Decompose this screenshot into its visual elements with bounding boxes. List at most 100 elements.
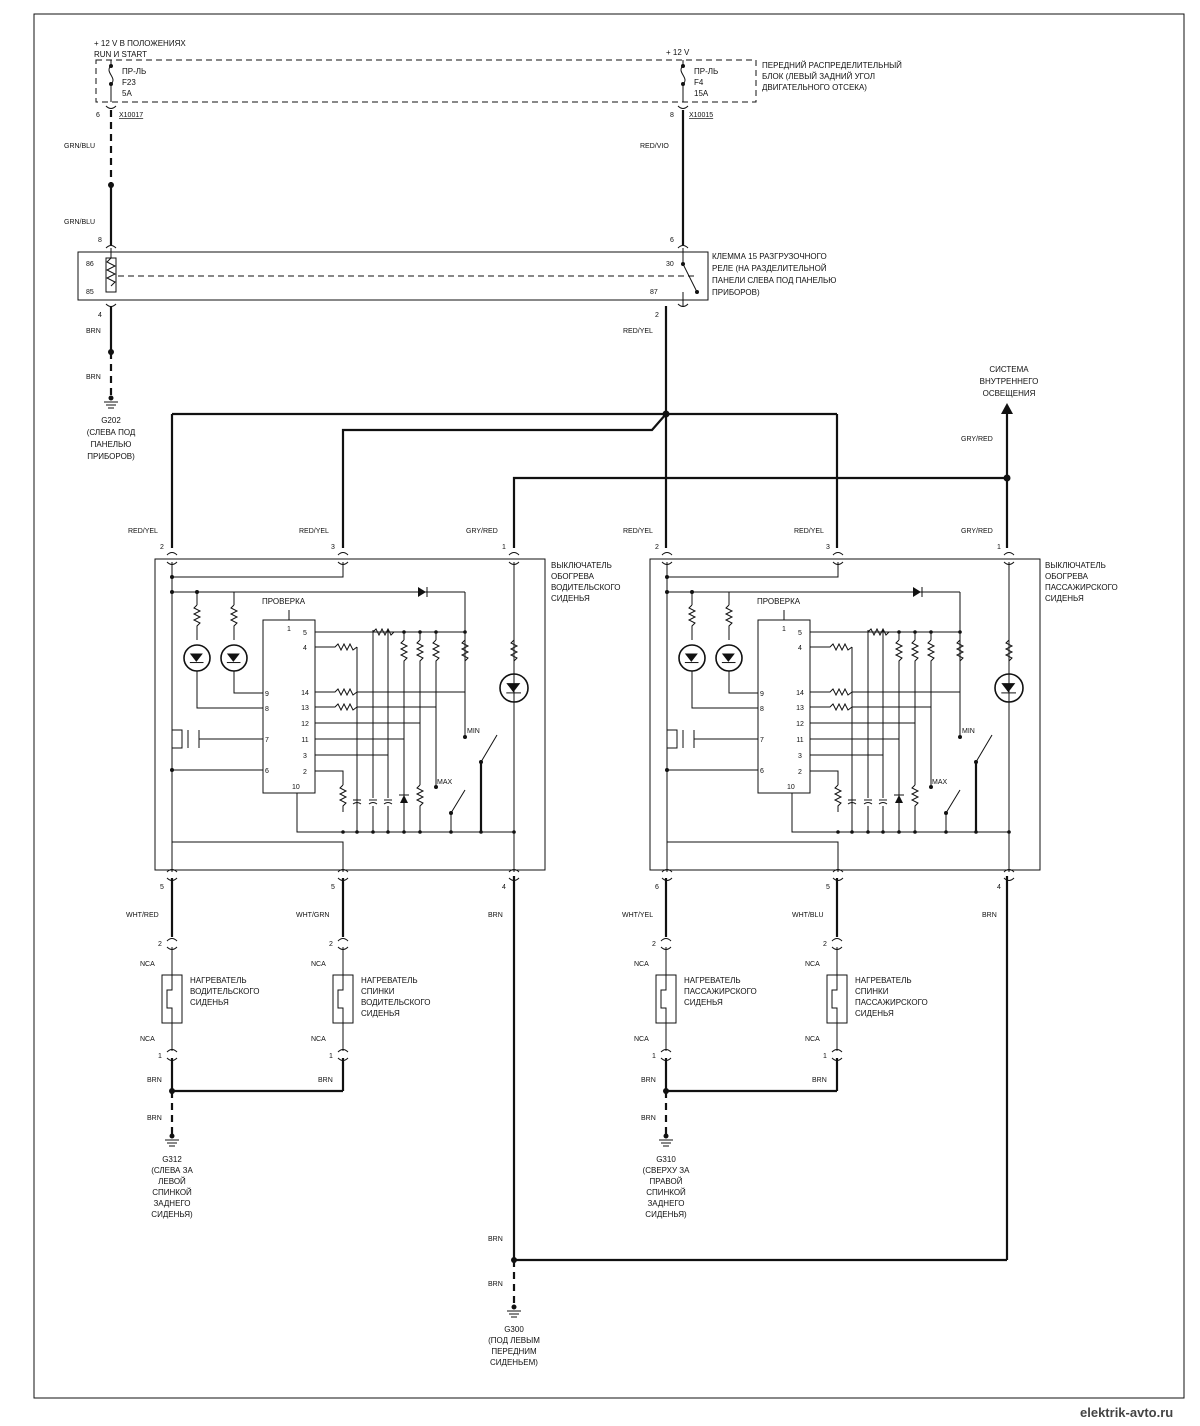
heater-driver-back-pin-2: 2 xyxy=(329,941,333,948)
driver-ic-pin-1: 1 xyxy=(287,626,291,633)
driver-check-label: ПРОВЕРКА xyxy=(262,597,306,606)
pass-capacitor-0-arc xyxy=(863,802,873,805)
heater-driver-back-label-2: ВОДИТЕЛЬСКОГО xyxy=(361,998,431,1007)
ground-g312-icon xyxy=(165,1133,179,1147)
pass-resistor-led1 xyxy=(687,604,697,640)
heater-driver-back-label-1: СПИНКИ xyxy=(361,987,395,996)
pass-outline xyxy=(649,558,1041,871)
driver-ic-pin-right-6: 3 xyxy=(303,753,307,760)
heater-pass-seat-pin-1: 1 xyxy=(652,1053,656,1060)
connector-mark xyxy=(1003,877,1015,881)
ground-bus-passenger: BRN G310 (СВЕРХУ ЗА ПРАВОЙ СПИНКОЙ ЗАДНЕ… xyxy=(641,1088,837,1219)
heater-pass-back-label-2: ПАССАЖИРСКОГО xyxy=(855,998,928,1007)
pass-pin-bot-b: 5 xyxy=(826,884,830,891)
pass-lamp-icon xyxy=(994,673,1024,703)
pass-node xyxy=(665,575,669,579)
heater-pass-back-nca-bot: NCA xyxy=(805,1036,820,1043)
pass-capacitor-2-arc xyxy=(847,802,857,805)
heater-pass-back-label-0: НАГРЕВАТЕЛЬ xyxy=(855,976,912,985)
driver-resistor-13 xyxy=(315,702,358,712)
conn-right-id: X10015 xyxy=(689,112,713,119)
relay-pin-4: 4 xyxy=(98,312,102,319)
driver-diode-icon xyxy=(418,587,426,597)
fuse-f4-label-3: 15A xyxy=(694,89,709,98)
heater-pass-seat-heater-icon xyxy=(660,975,667,1023)
heater-driver-seat: 2NCANCA1BRNНАГРЕВАТЕЛЬВОДИТЕЛЬСКОГОСИДЕН… xyxy=(140,878,260,1091)
connector-mark xyxy=(660,938,672,942)
pass-ic-pin-right-5: 11 xyxy=(796,737,803,744)
pass-ic-pin-right-1: 4 xyxy=(798,645,802,652)
heater-pass-seat-nca-top: NCA xyxy=(634,961,649,968)
wire-label-grn-blu-2: GRN/BLU xyxy=(64,219,95,226)
wire-label-d-gry-red: GRY/RED xyxy=(466,528,498,535)
pass-ic-pin-right-3: 13 xyxy=(796,705,804,712)
ground-g300-icon xyxy=(507,1304,521,1318)
fuse-block-label-1: ПЕРЕДНИЙ РАСПРЕДЕЛИТЕЛЬНЫЙ xyxy=(762,61,902,70)
heater-pass-back-pin-1: 1 xyxy=(823,1053,827,1060)
heater-pass-back-heater-icon xyxy=(831,975,838,1023)
switch-pass-label-2: ОБОГРЕВА xyxy=(1045,572,1089,581)
heater-pass-back-nca-top: NCA xyxy=(805,961,820,968)
pass-resistor-a xyxy=(894,639,904,665)
driver-ic-pin-10: 10 xyxy=(292,784,300,791)
driver-ic-pin-right-3: 13 xyxy=(301,705,309,712)
wire-label-brn-p: BRN xyxy=(982,912,997,919)
heater-pass-back-pin-2: 2 xyxy=(823,941,827,948)
pass-led-2-icon-mark xyxy=(721,653,735,662)
interior-light-label-1: СИСТЕМА xyxy=(989,365,1029,374)
relay-label-3: ПАНЕЛИ СЛЕВА ПОД ПАНЕЛЬЮ xyxy=(712,276,836,285)
driver-resistor-2 xyxy=(338,784,348,812)
heater-pass-seat-wire-brn: BRN xyxy=(641,1077,656,1084)
fuse-block: + 12 V В ПОЛОЖЕНИЯХ RUN И START + 12 V П… xyxy=(94,39,902,119)
relay-pin-6: 6 xyxy=(670,237,674,244)
relay-terminal-15: 8 6 86 85 30 87 КЛЕММА 15 РАЗГРУЗОЧНОГО … xyxy=(77,237,836,319)
pass-max-label: MAX xyxy=(932,779,948,786)
driver-resistor-14 xyxy=(315,687,358,697)
wire-label-wht-yel: WHT/YEL xyxy=(622,912,653,919)
ground-g300-label-1: G300 xyxy=(504,1325,524,1334)
connector-mark xyxy=(508,552,520,556)
pass-ic-pin-left-1: 8 xyxy=(760,706,764,713)
switch-driver-label-4: СИДЕНЬЯ xyxy=(551,594,590,603)
interior-light-label-2: ВНУТРЕННЕГО xyxy=(980,377,1039,386)
driver-outline xyxy=(154,558,546,871)
driver-ic-pin-left-2: 7 xyxy=(265,737,269,744)
ground-g300-label-3: ПЕРЕДНИМ xyxy=(491,1347,537,1356)
heater-pass-seat-pin-2: 2 xyxy=(652,941,656,948)
heater-driver-seat-pin-2: 2 xyxy=(158,941,162,948)
driver-ic-pin-left-3: 6 xyxy=(265,768,269,775)
pass-node xyxy=(665,590,669,594)
pass-diode-icon xyxy=(913,587,921,597)
driver-max-label: MAX xyxy=(437,779,453,786)
driver-ground-bus xyxy=(296,793,514,833)
ground-g312-label-6: СИДЕНЬЯ) xyxy=(151,1210,193,1219)
ground-g310-label-5: ЗАДНЕГО xyxy=(647,1199,684,1208)
heater-driver-seat-label-1: ВОДИТЕЛЬСКОГО xyxy=(190,987,260,996)
wire-label-gry-red-main: GRY/RED xyxy=(961,436,993,443)
heater-driver-seat-label-0: НАГРЕВАТЕЛЬ xyxy=(190,976,247,985)
wire-label-red-yel-main: RED/YEL xyxy=(623,328,653,335)
relay-term-30: 30 xyxy=(666,261,674,268)
connector-mark xyxy=(166,938,178,942)
heater-pass-seat-nca-bot: NCA xyxy=(634,1036,649,1043)
connector-mark xyxy=(1003,869,1015,873)
ground-g310-label-2: (СВЕРХУ ЗА xyxy=(643,1166,691,1175)
relay-coil xyxy=(105,257,117,293)
heater-pass-back: 2NCANCA1BRNНАГРЕВАТЕЛЬСПИНКИПАССАЖИРСКОГ… xyxy=(805,878,928,1091)
wire-power-to-relay: GRN/BLU GRN/BLU RED/VIO xyxy=(64,110,685,245)
pass-ic-pin-right-7: 2 xyxy=(798,769,802,776)
wire-red-yel-distribution: RED/YEL GRY/RED СИСТЕМА ВНУТРЕННЕГО ОСВЕ… xyxy=(128,306,1038,548)
heater-driver-back-heater-icon xyxy=(337,975,344,1023)
ground-g202-label-2: (СЛЕВА ПОД xyxy=(87,428,136,437)
pass-node xyxy=(690,590,694,594)
driver-switch-max-icon xyxy=(450,789,466,814)
driver-node xyxy=(170,590,174,594)
ground-g310-label-6: СИДЕНЬЯ) xyxy=(645,1210,687,1219)
heater-driver-seat-nca-top: NCA xyxy=(140,961,155,968)
connector-mark xyxy=(831,938,843,942)
fuse-f4-label-1: ПР-ЛЬ xyxy=(694,67,718,76)
heater-driver-back-label-0: НАГРЕВАТЕЛЬ xyxy=(361,976,418,985)
driver-switch-min-icon xyxy=(480,734,498,763)
driver-pin-top-b: 3 xyxy=(331,544,335,551)
driver-resistor-4 xyxy=(315,642,358,652)
